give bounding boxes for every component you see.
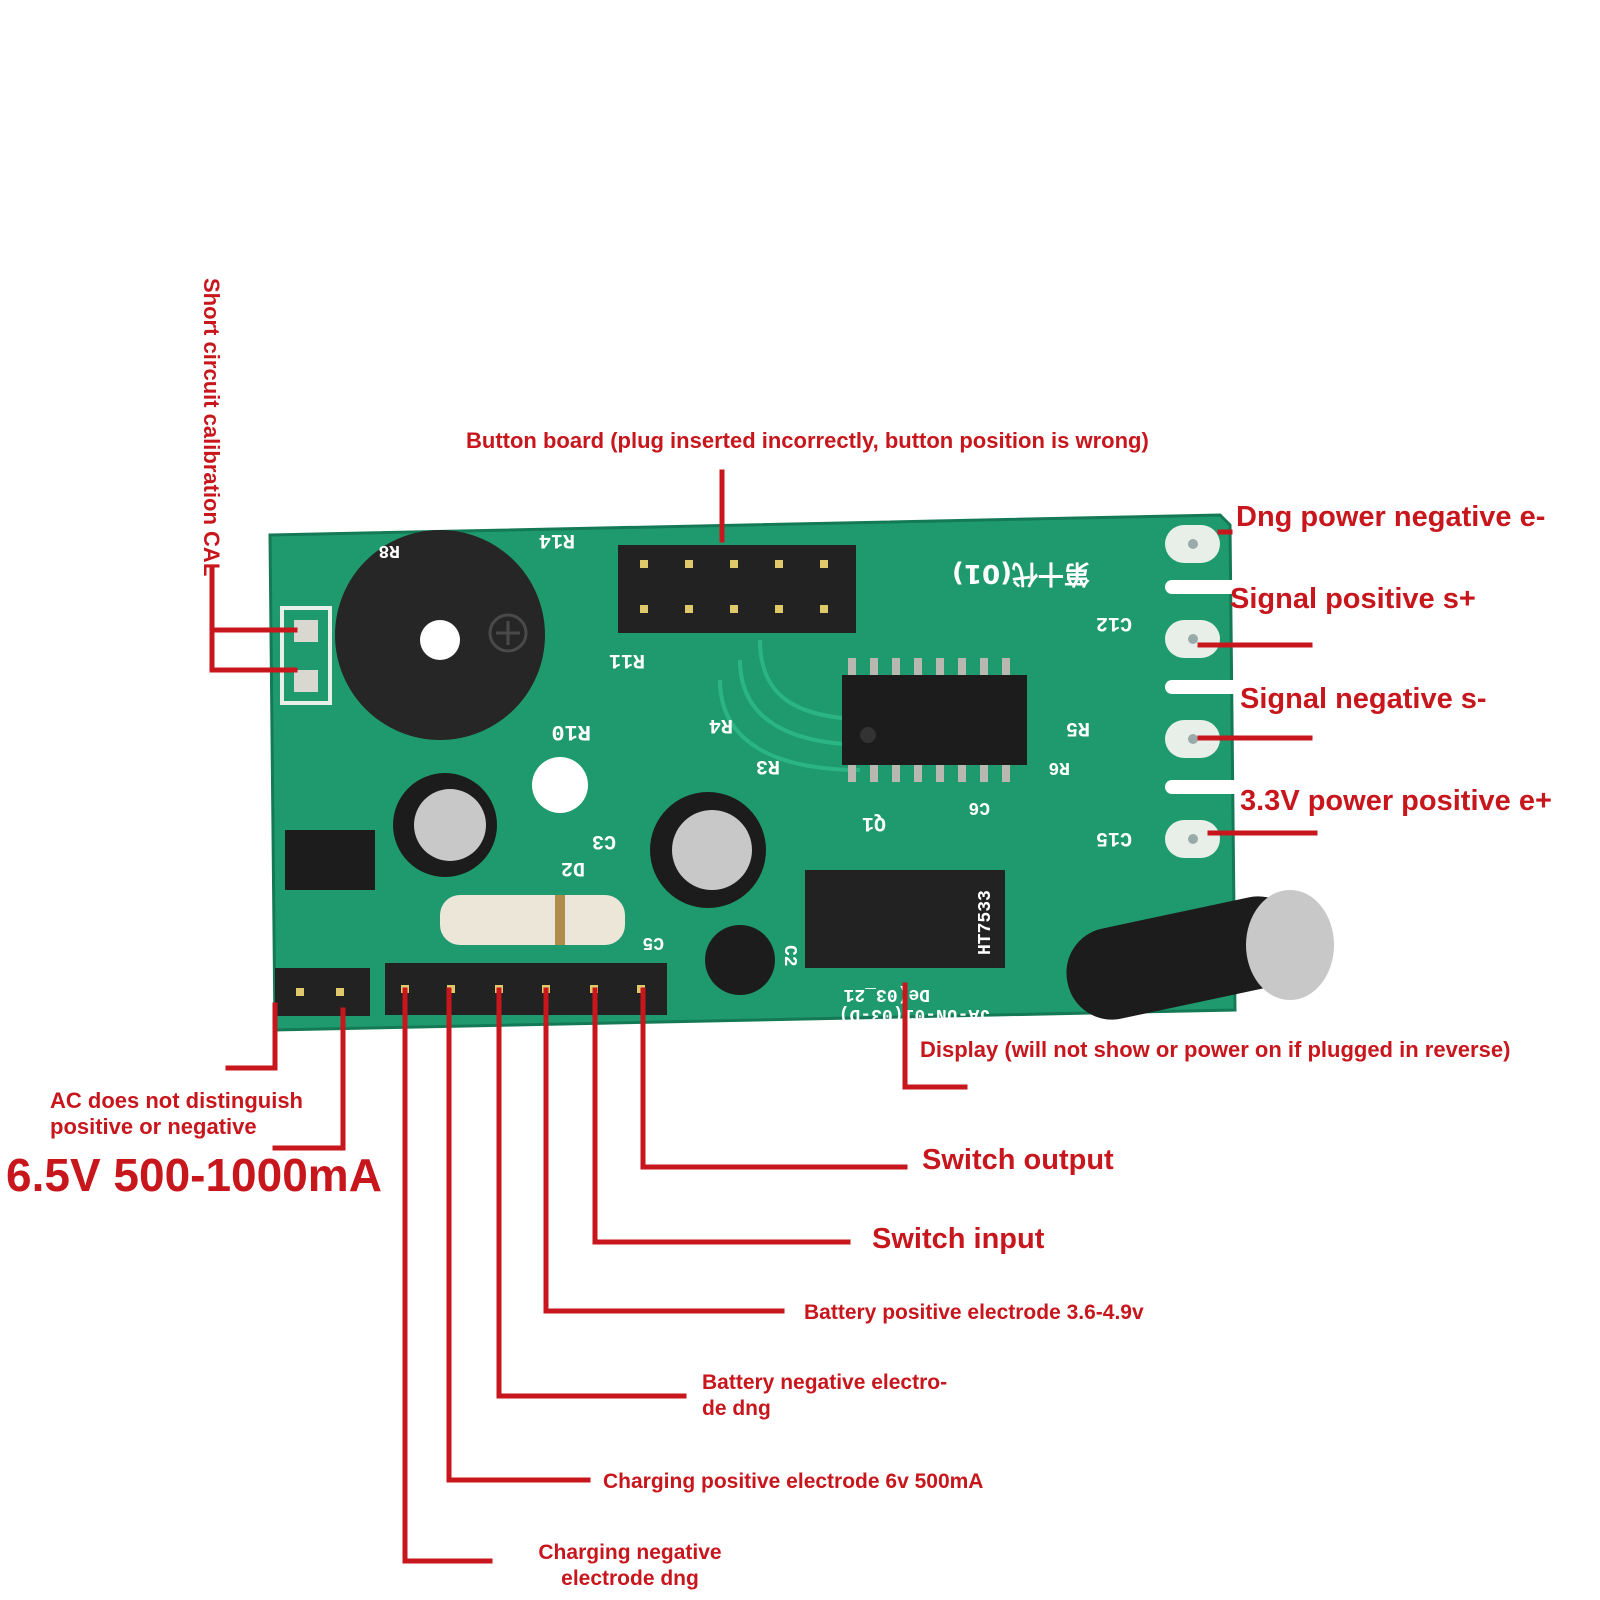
leader-charging-negative xyxy=(402,987,493,1564)
leader-switch-input xyxy=(592,987,851,1245)
capacitor-top xyxy=(414,789,486,861)
silk-c15: C15 xyxy=(1096,826,1132,849)
label-charging-negative-line1: Charging negative xyxy=(538,1541,722,1564)
leader-battery-negative xyxy=(496,987,687,1399)
label-switch-output: Switch output xyxy=(922,1144,1114,1176)
silk-r11: R11 xyxy=(609,648,645,671)
silk-r10: R10 xyxy=(551,719,591,744)
ic-chip xyxy=(842,658,1027,782)
silk-c12: C12 xyxy=(1096,611,1132,634)
label-33v-power-positive: 3.3V power positive e+ xyxy=(1240,785,1552,817)
silk-r14: R14 xyxy=(539,528,575,551)
label-battery-negative-line2: de dng xyxy=(702,1397,771,1420)
silk-c5: C5 xyxy=(642,932,664,952)
label-signal-positive: Signal positive s+ xyxy=(1230,583,1476,615)
resistor-d2 xyxy=(440,895,625,945)
button-header-pins xyxy=(640,560,828,613)
buzzer-plus-cross xyxy=(496,621,520,645)
silk-chinese-mark: 第十代(01) xyxy=(952,558,1090,589)
silk-c2: C2 xyxy=(779,945,799,967)
edge-slot xyxy=(1165,680,1240,694)
silk-r5: R5 xyxy=(1066,716,1090,739)
label-cal: Short circuit calibration CAL xyxy=(199,278,224,577)
silk-d2: D2 xyxy=(561,856,585,879)
leader-ac-left xyxy=(225,1002,278,1071)
edge-pad-dng-negative xyxy=(1165,525,1220,563)
label-button-board: Button board (plug inserted incorrectly,… xyxy=(466,428,1149,453)
silk-chip-code: HT7533 xyxy=(976,890,996,955)
leader-ac-right xyxy=(272,1007,346,1151)
label-charging-positive: Charging positive electrode 6v 500mA xyxy=(603,1470,984,1493)
mounting-hole xyxy=(532,757,588,813)
silk-r6: R6 xyxy=(1048,757,1070,777)
silk-c3: C3 xyxy=(592,829,616,852)
ac-connector xyxy=(275,968,370,1016)
leader-lines xyxy=(209,469,1318,1564)
label-display: Display (will not show or power on if pl… xyxy=(920,1037,1511,1062)
label-dng-power-negative: Dng power negative e- xyxy=(1236,501,1546,533)
label-ac-rating: 6.5V 500-1000mA xyxy=(6,1149,382,1201)
label-charging-negative-line2: electrode dng xyxy=(561,1567,699,1590)
button-header xyxy=(618,545,856,633)
cal-pad xyxy=(294,620,318,642)
cal-pad-frame xyxy=(280,606,332,705)
pcb-board: R14 R8 R11 R10 R4 R3 R5 R6 C3 C5 C6 C12 … xyxy=(268,513,1334,1032)
edge-slot xyxy=(1165,580,1240,594)
leader-display xyxy=(902,982,968,1090)
transistor xyxy=(705,925,775,995)
silk-q1: Q1 xyxy=(862,811,886,834)
leader-cal xyxy=(209,565,298,673)
label-signal-negative: Signal negative s- xyxy=(1240,683,1487,715)
label-battery-positive: Battery positive electrode 3.6-4.9v xyxy=(804,1301,1144,1324)
edge-pad-33v-positive xyxy=(1165,820,1220,858)
leader-charging-positive xyxy=(446,987,591,1483)
silk-r4: R4 xyxy=(709,713,733,736)
buzzer-hole xyxy=(420,620,460,660)
display-header xyxy=(805,870,1005,968)
silk-r3: R3 xyxy=(756,754,780,777)
label-switch-input: Switch input xyxy=(872,1223,1045,1255)
leader-battery-positive xyxy=(543,987,785,1314)
leader-switch-output xyxy=(640,987,908,1170)
large-capacitor xyxy=(1066,890,1334,1020)
silk-model-line2: JA-UN-01(03-D) xyxy=(839,1004,990,1024)
cal-pad xyxy=(294,670,318,692)
regulator xyxy=(285,830,375,890)
edge-slot xyxy=(1165,780,1240,794)
label-ac-line2: positive or negative xyxy=(50,1114,257,1139)
silk-c6: C6 xyxy=(968,797,990,817)
silk-model-line1: De(03_21 xyxy=(843,984,930,1004)
label-ac-line1: AC does not distinguish xyxy=(50,1088,303,1113)
silk-r8: R8 xyxy=(378,540,400,560)
capacitor-top xyxy=(672,810,752,890)
resistor-band xyxy=(555,895,565,945)
buzzer-plus-mark xyxy=(488,613,528,653)
power-connector xyxy=(385,963,667,1015)
edge-pad-signal-negative xyxy=(1165,720,1220,758)
label-battery-negative-line1: Battery negative electro- xyxy=(702,1371,948,1394)
edge-pad-signal-positive xyxy=(1165,620,1220,658)
